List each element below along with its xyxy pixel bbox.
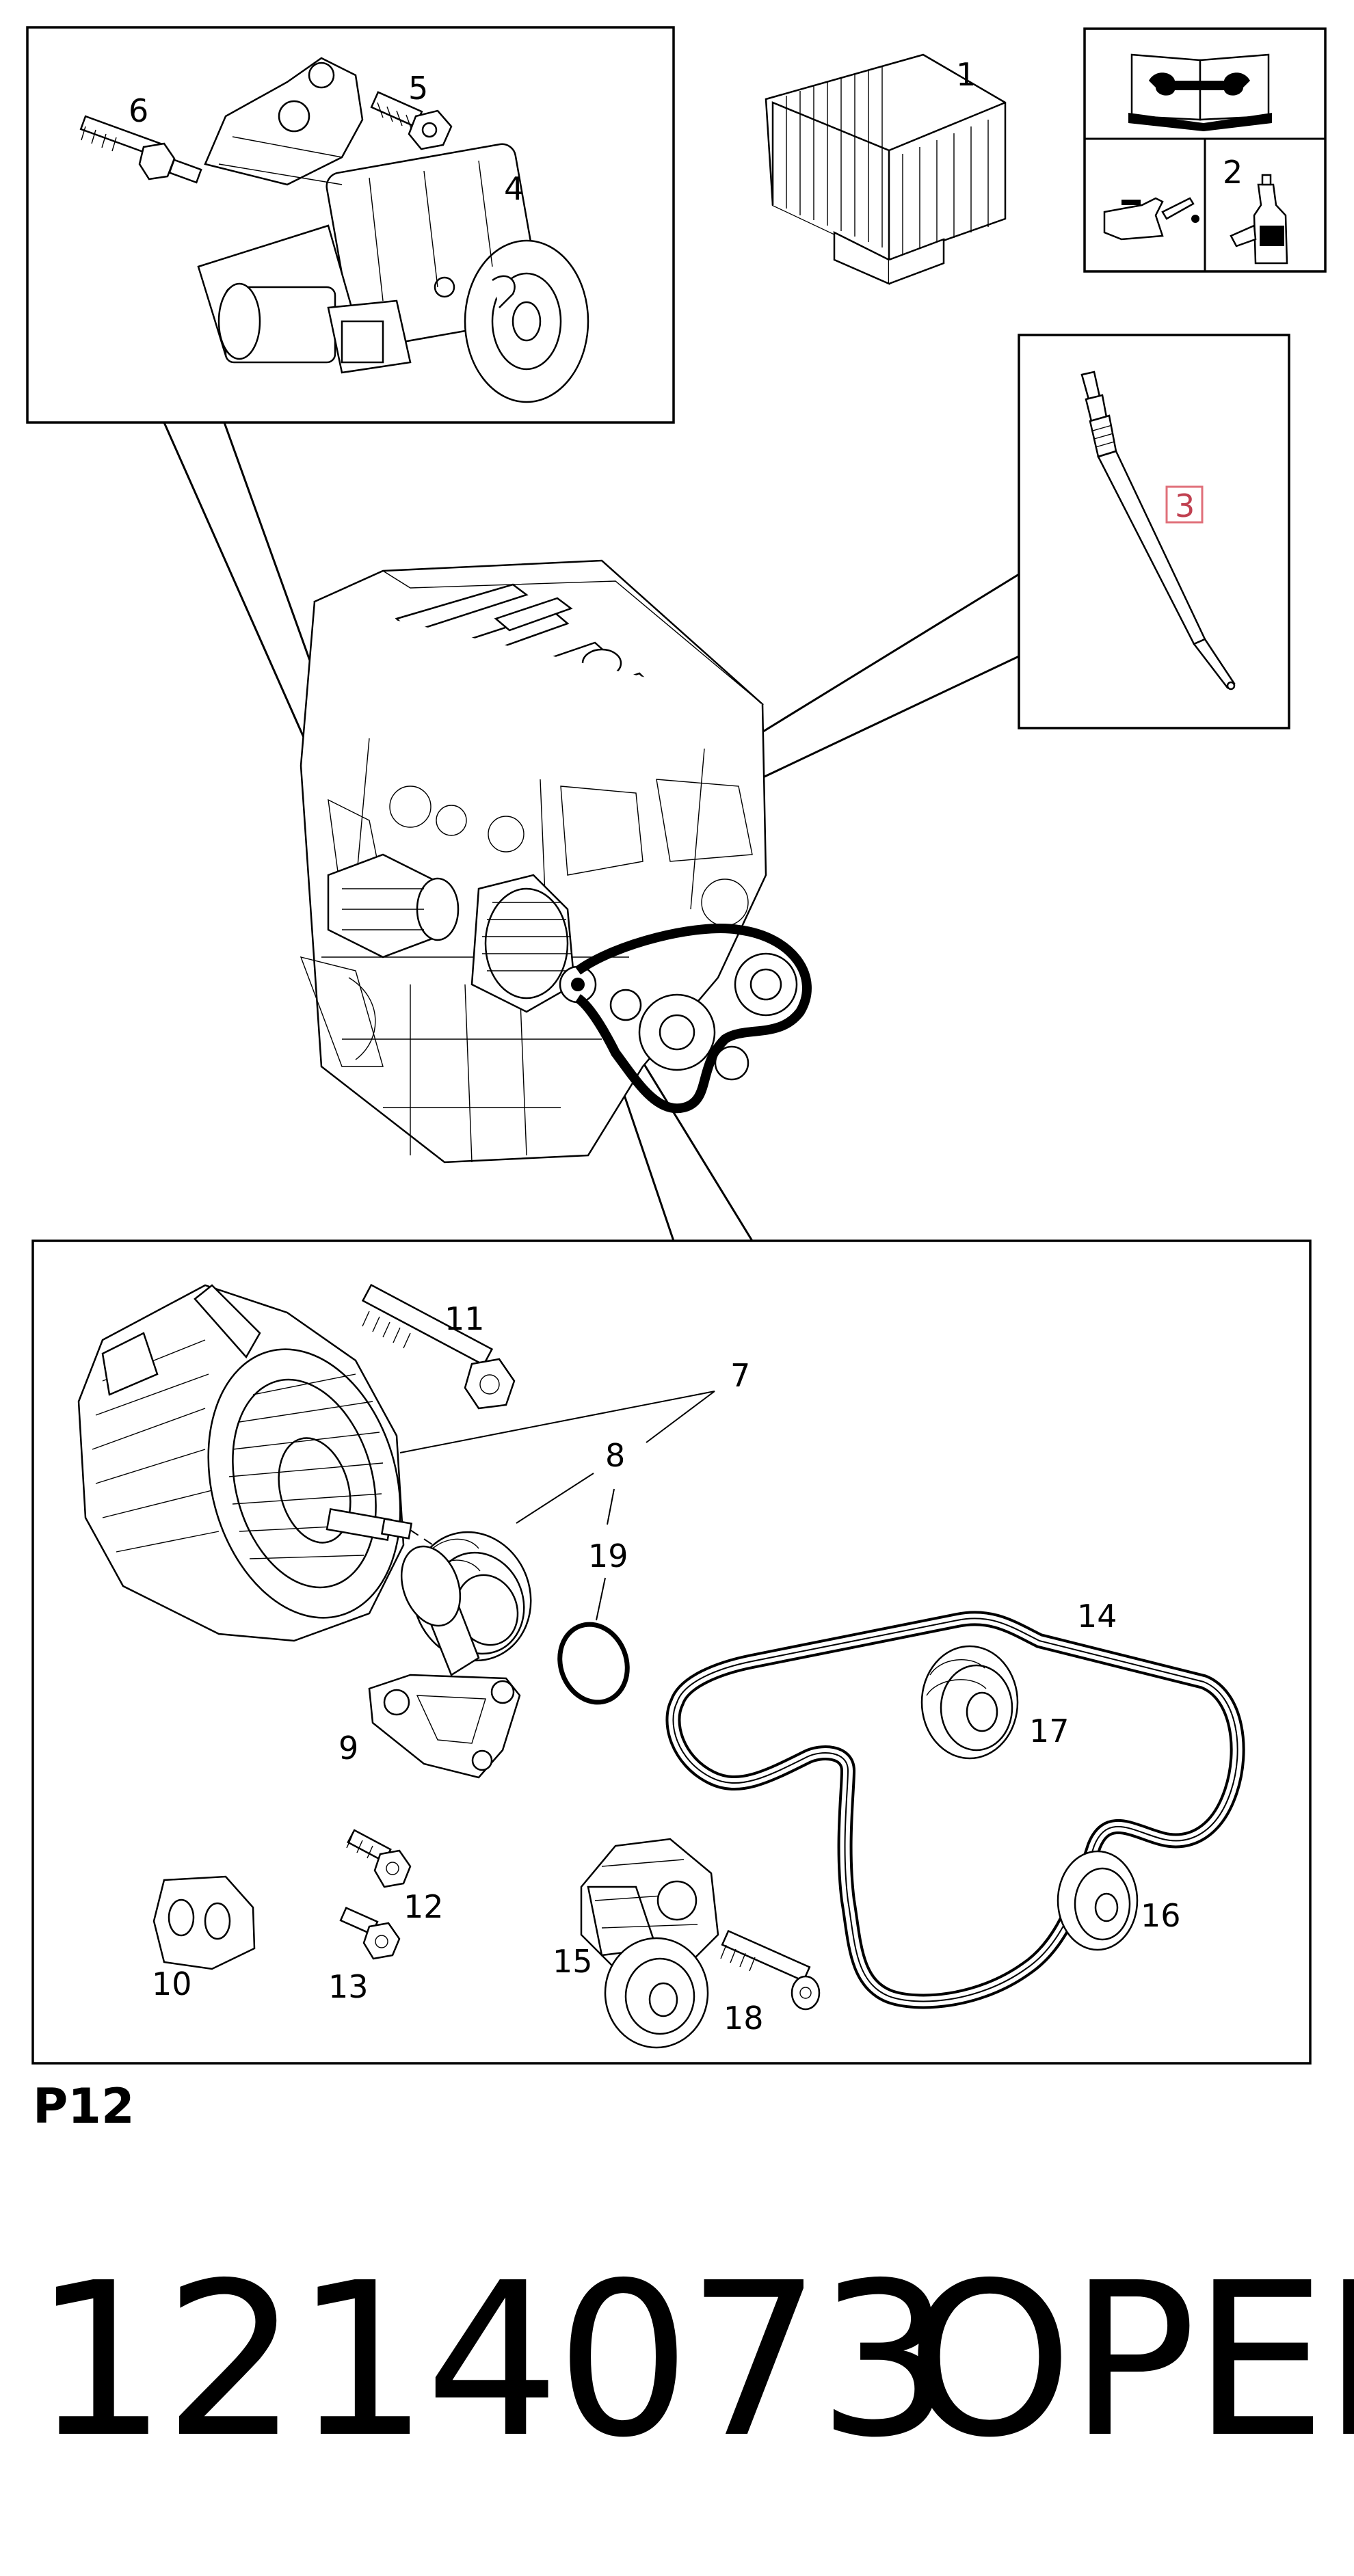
idler-pulley-17-illustration (920, 1645, 1019, 1760)
callout-9: 9 (338, 1730, 358, 1767)
o-ring-19-illustration (557, 1622, 630, 1705)
belt-drive-on-engine (574, 924, 812, 1114)
alternator-illustration (77, 1284, 413, 1642)
callout-13: 13 (328, 1968, 369, 2005)
callout-17: 17 (1029, 1713, 1070, 1749)
bolt-18-illustration (720, 1929, 821, 2011)
bracket-9-illustration (368, 1674, 521, 1779)
starter-motor-illustration (197, 57, 589, 403)
callout-2: 2 (1223, 154, 1243, 191)
callout-3-highlight (1165, 485, 1204, 524)
service-icon-box: 2 (1083, 27, 1327, 273)
bolt-5-illustration (370, 91, 453, 150)
callout-1: 1 (956, 56, 976, 93)
callout-5: 5 (408, 70, 428, 107)
callout-14: 14 (1077, 1598, 1117, 1635)
bushing-10-illustration (152, 1875, 256, 1970)
callout-11: 11 (444, 1300, 485, 1337)
callout-19: 19 (588, 1538, 628, 1574)
starter-inset: 6 5 4 (26, 26, 675, 424)
service-manual-icon (1128, 53, 1272, 131)
bolt-11-illustration (361, 1283, 516, 1410)
callout-15: 15 (553, 1943, 593, 1980)
starter-on-engine (327, 853, 460, 958)
glow-plug-inset: 3 (1018, 334, 1290, 729)
stud-6-illustration (79, 115, 202, 184)
idler-pulley-16-illustration (1057, 1850, 1139, 1951)
callout-10: 10 (152, 1965, 192, 2002)
callout-8: 8 (605, 1437, 625, 1474)
bolt-13-illustration (339, 1907, 401, 1960)
drive-belt-14-illustration (665, 1611, 1245, 2009)
engine-assembly-illustration (300, 559, 812, 1164)
brand-name: OPEL (906, 2238, 1354, 2484)
glow-plug-illustration (1080, 371, 1236, 690)
part-number: 1214073 (33, 2238, 948, 2484)
callout-12: 12 (403, 1888, 444, 1925)
alternator-on-engine (470, 874, 597, 1013)
pulley-8-illustration (400, 1531, 532, 1676)
callout-6: 6 (129, 92, 148, 129)
callout-3: 3 (1175, 487, 1195, 524)
tensioner-15-illustration (580, 1838, 719, 2049)
callout-16: 16 (1141, 1897, 1181, 1934)
oil-can-icon (1103, 197, 1199, 241)
callout-4: 4 (504, 170, 524, 207)
bolt-12-illustration (346, 1829, 412, 1888)
oil-bottle-icon (1230, 174, 1288, 265)
callout-18: 18 (724, 2000, 764, 2037)
glow-plug-control-unit: 1 (765, 53, 1007, 285)
alternator-belt-inset: 11 7 8 19 9 14 17 16 12 10 13 15 18 (31, 1239, 1312, 2065)
page-tag: P12 (33, 2078, 135, 2134)
callout-7: 7 (730, 1357, 750, 1394)
